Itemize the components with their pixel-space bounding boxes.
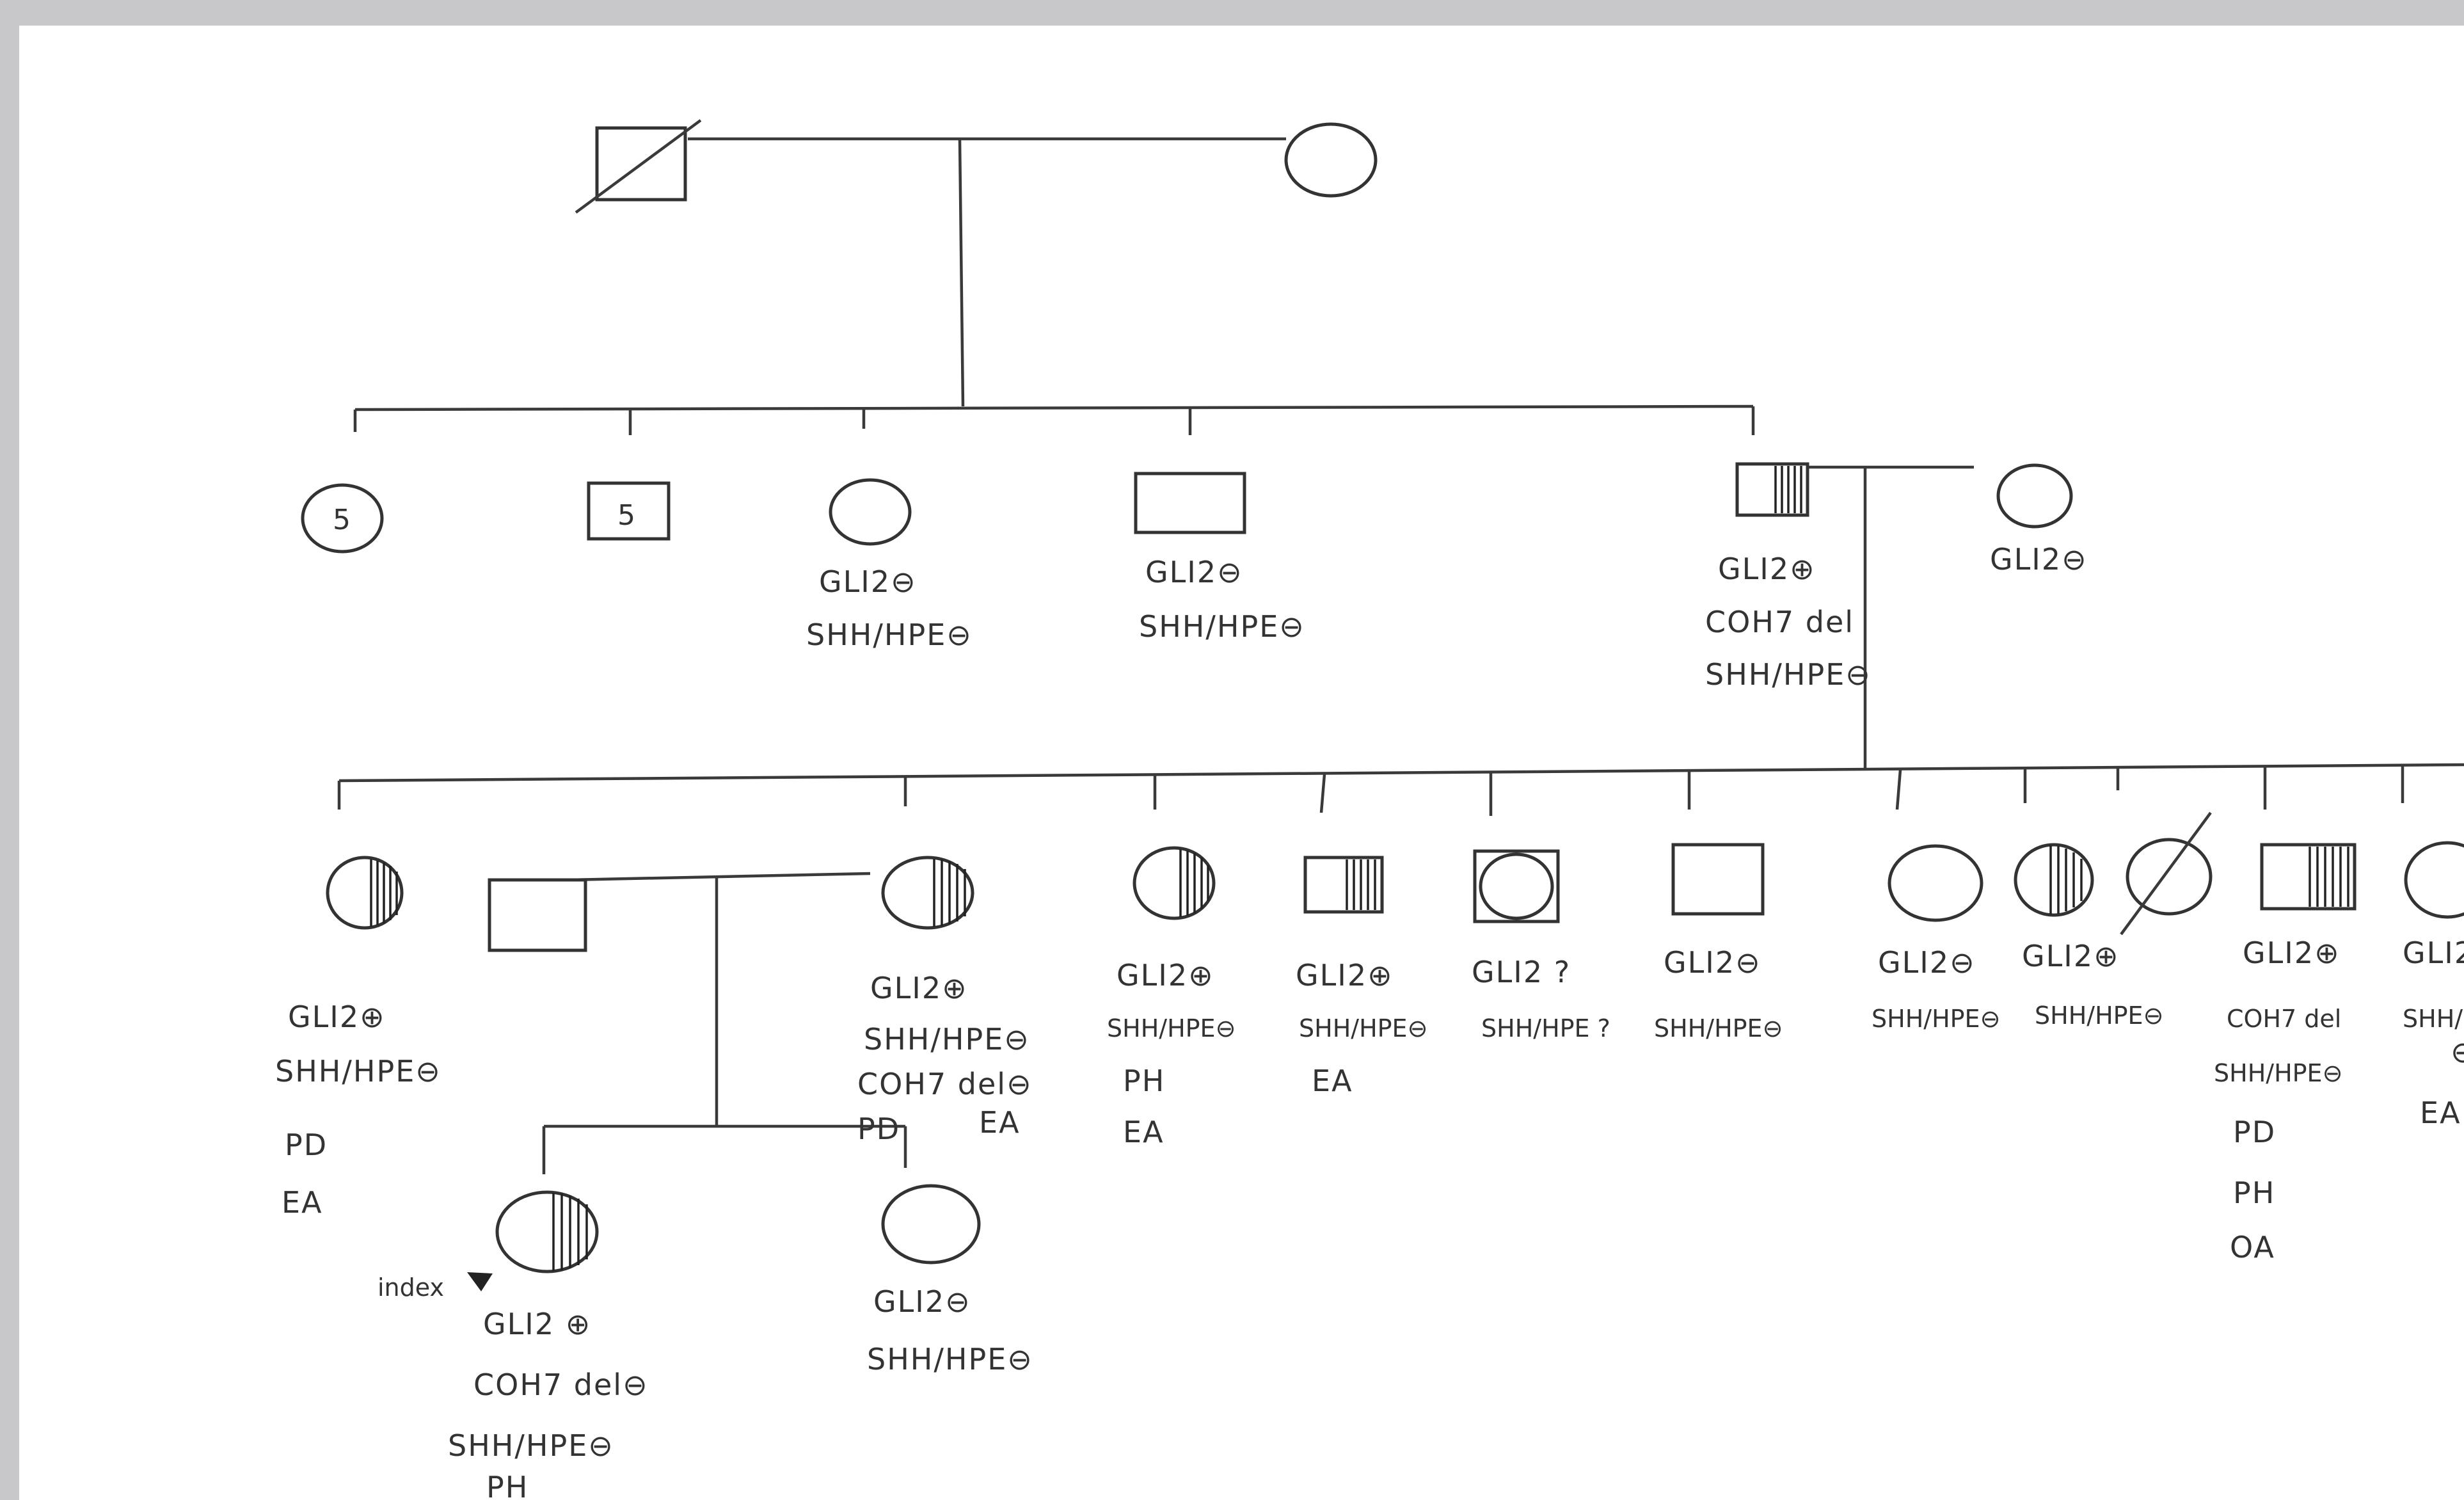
g4-1-label-4: PH [486,1470,529,1500]
g2-female-3: GLI2⊖ SHH/HPE⊖ [806,478,973,652]
g3-female-8-affected: GLI2⊕ SHH/HPE⊖ [2014,843,2163,1030]
g2-4-label-2: SHH/HPE⊖ [1139,609,1305,644]
g4-1-label-1: GLI2 ⊕ [483,1307,591,1341]
g2-spouse-label-1: GLI2⊖ [1990,542,2088,577]
g3-female-11: GLI2⊕ SHH/HPE ⊖ EA [2403,841,2464,1130]
g3-4-label-1: GLI2⊕ [1296,958,1394,993]
index-arrow-icon [467,1272,493,1291]
g3-2-label-4: PD [857,1112,900,1146]
g3-3-label-1: GLI2⊕ [1117,958,1214,993]
g2-male-5-affected: GLI2⊕ COH7 del SHH/HPE⊖ [1705,462,1872,692]
g3-6-label-1: GLI2⊖ [1664,945,1761,980]
g3-3-label-3: PH [1123,1064,1165,1098]
g3-spouse-male [488,878,587,952]
g3-male-4-affected: GLI2⊕ SHH/HPE⊖ EA [1296,856,1427,1098]
g2-3-label-2: SHH/HPE⊖ [806,618,973,652]
pedigree-lines [337,137,2464,1174]
g3-5-label-2: SHH/HPE ? [1481,1014,1610,1042]
g3-10-label-5: PH [2233,1176,2275,1210]
g3-7-label-2: SHH/HPE⊖ [1872,1005,2000,1033]
pedigree-sheet: 5 5 GLI2⊖ SHH/HPE⊖ GLI2⊖ SHH/HPE⊖ GLI2⊕ … [19,26,2464,1500]
g3-female-3-affected: GLI2⊕ SHH/HPE⊖ PH EA [1107,846,1236,1149]
g3-11-label-2: SHH/HPE [2403,1005,2464,1033]
g2-male-count: 5 [617,499,635,532]
g2-5-label-1: GLI2⊕ [1718,552,1816,586]
g3-male-10-affected: GLI2⊕ COH7 del SHH/HPE⊖ PD PH OA [2214,843,2357,1265]
g3-male-6: GLI2⊖ SHH/HPE⊖ [1654,843,1783,1042]
g2-male-4: GLI2⊖ SHH/HPE⊖ [1134,472,1305,644]
index-label: index [378,1273,444,1302]
g3-11-label-4: EA [2420,1096,2461,1130]
g2-5-label-3: SHH/HPE⊖ [1705,657,1872,692]
g3-unknown-5: GLI2 ? SHH/HPE ? [1472,849,1610,1042]
g4-female-1-index-affected: index GLI2 ⊕ COH7 del⊖ SHH/HPE⊖ PH [378,1190,649,1500]
g2-spouse-female: GLI2⊖ [1990,463,2088,577]
g3-11-label-1: GLI2⊕ [2403,936,2464,970]
g3-1-label-4: EA [282,1185,323,1220]
g3-4-label-2: SHH/HPE⊖ [1299,1014,1427,1042]
g4-2-label-2: SHH/HPE⊖ [867,1342,1033,1376]
g3-2-label-5: EA [979,1105,1021,1140]
g3-10-label-6: OA [2230,1230,2275,1265]
g2-4-label-1: GLI2⊖ [1145,555,1243,589]
g2-male-group: 5 [587,481,671,541]
g3-3-label-2: SHH/HPE⊖ [1107,1014,1236,1042]
g2-5-label-2: COH7 del [1705,605,1854,639]
g3-1-label-2: SHH/HPE⊖ [275,1054,441,1089]
g3-10-label-3: SHH/HPE⊖ [2214,1059,2342,1087]
g2-3-label-1: GLI2⊖ [819,564,917,599]
g3-8-label-1: GLI2⊕ [2022,939,2120,973]
grandfather [575,119,702,214]
g3-1-label-3: PD [285,1128,328,1162]
pedigree-chart: 5 5 GLI2⊖ SHH/HPE⊖ GLI2⊖ SHH/HPE⊖ GLI2⊕ … [275,119,2464,1500]
g3-female-9-deceased [2120,811,2213,936]
g3-2-label-1: GLI2⊕ [870,971,968,1005]
g3-8-label-2: SHH/HPE⊖ [2035,1001,2163,1030]
g3-2-label-3: COH7 del⊖ [857,1067,1033,1101]
g3-female-1-affected: GLI2⊕ SHH/HPE⊖ PD EA [275,856,441,1220]
g4-1-label-3: SHH/HPE⊖ [448,1428,614,1463]
g3-7-label-1: GLI2⊖ [1878,945,1976,980]
g3-10-label-2: COH7 del [2227,1005,2341,1033]
g3-1-label-1: GLI2⊕ [288,1000,386,1034]
g4-2-label-1: GLI2⊖ [873,1284,971,1319]
g3-5-label-1: GLI2 ? [1472,955,1571,989]
g2-female-group: 5 [301,483,384,554]
g2-female-count: 5 [333,504,351,536]
g4-1-label-2: COH7 del⊖ [473,1368,649,1402]
g3-10-label-4: PD [2233,1115,2276,1149]
g3-6-label-2: SHH/HPE⊖ [1654,1014,1783,1042]
g3-2-label-2: SHH/HPE⊖ [864,1022,1030,1057]
g3-11-label-3: ⊖ [2451,1035,2464,1069]
g3-female-7: GLI2⊖ SHH/HPE⊖ [1872,844,2000,1033]
g3-4-label-3: EA [1312,1064,1353,1098]
g3-10-label-1: GLI2⊕ [2243,936,2341,970]
grandmother [1284,122,1378,198]
g3-3-label-4: EA [1123,1115,1164,1149]
g4-female-2: GLI2⊖ SHH/HPE⊖ [867,1184,1033,1376]
g3-female-2-affected: GLI2⊕ SHH/HPE⊖ COH7 del⊖ PD EA [857,856,1033,1146]
